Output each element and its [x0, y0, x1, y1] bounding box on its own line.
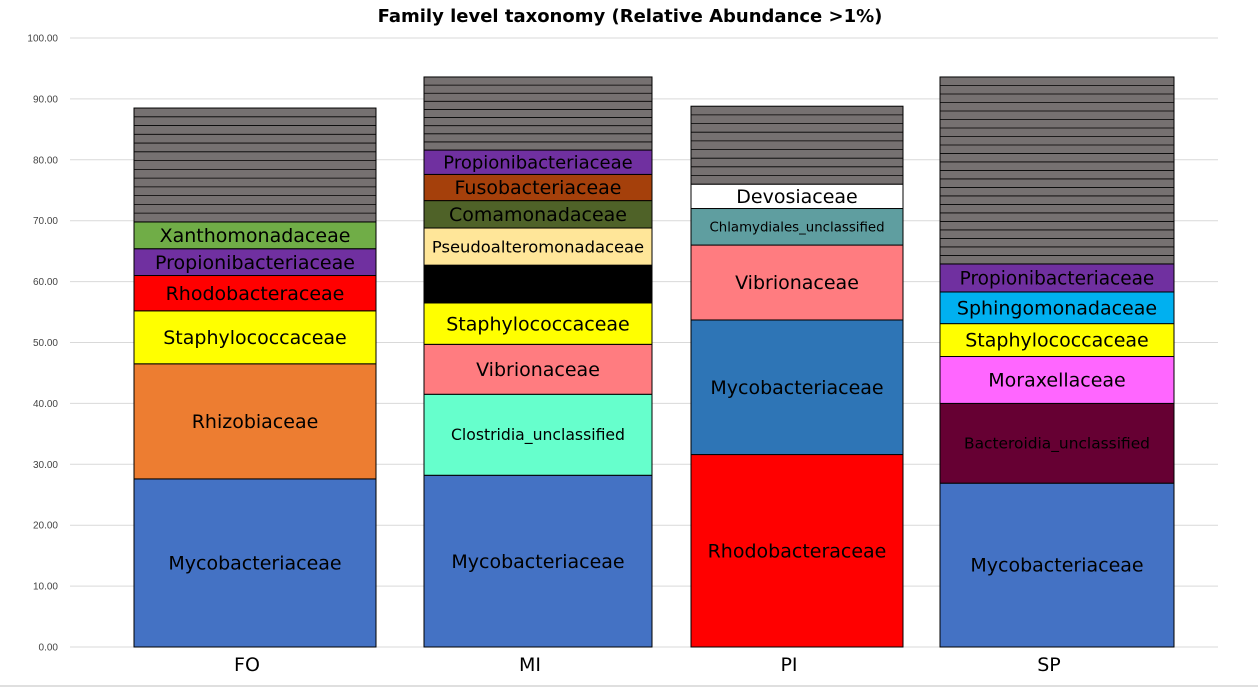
segment-propionibacteriaceae [133, 248, 377, 277]
segment-label: Vibrionaceae [735, 272, 859, 294]
segment-staphylococcaceae [133, 310, 377, 365]
segment-comamonadaceae [423, 200, 653, 229]
segment-rhodobacteraceae [133, 275, 377, 312]
y-tick-label: 100.00 [27, 34, 58, 45]
segment-mycobacteriaceae [690, 319, 904, 456]
segment-label: Xanthomonadaceae [160, 225, 351, 247]
bars: MycobacteriaceaeRhizobiaceaeStaphylococc… [133, 76, 1175, 648]
y-tick-label: 0.00 [39, 643, 59, 654]
segment-label: Mycobacteriaceae [451, 551, 624, 573]
segment-label: Moraxellaceae [988, 370, 1126, 392]
segment-label: Actinobacteria_unclassified [447, 278, 629, 293]
bar-mi: Mycobacteriaceae Clostridia_unclassified V… [423, 76, 653, 648]
segment-label: Staphylococcaceae [965, 330, 1148, 352]
y-tick-label: 40.00 [33, 399, 58, 410]
segment-label: Staphylococcaceae [446, 313, 629, 335]
segment-label: Rhizobiaceae [192, 411, 319, 433]
segment-rhodobacteraceae [690, 454, 904, 648]
bar-pi: Rhodobacteraceae Mycobacteriaceae Vibriona… [690, 105, 904, 648]
segment-label: Fusobacteriaceae [455, 177, 622, 199]
x-axis-ticks: FO MI PI SP [234, 654, 1061, 676]
segment-clostridia-unclassified [423, 393, 653, 476]
segment-other [690, 105, 904, 185]
segment-staphylococcaceae [423, 302, 653, 345]
y-tick-label: 50.00 [33, 338, 58, 349]
segment-label: Propionibacteriaceae [155, 252, 355, 274]
segment-fusobacteriaceae [423, 173, 653, 202]
segment-propionibacteriaceae [939, 263, 1175, 293]
x-tick-label: MI [519, 654, 541, 676]
segment-mycobacteriaceae [939, 482, 1175, 648]
segment-moraxellaceae [939, 356, 1175, 404]
y-tick-label: 20.00 [33, 521, 58, 532]
segment-label: Mycobacteriaceae [168, 553, 341, 575]
segment-label: Vibrionaceae [476, 359, 600, 381]
y-tick-label: 30.00 [33, 460, 58, 471]
segment-devosiaceae [690, 183, 904, 210]
y-axis-ticks: 0.00 10.00 20.00 30.00 40.00 50.00 60.00 70.00 8… [27, 34, 58, 654]
segment-label: Devosiaceae [736, 186, 857, 208]
bar-fo: Mycobacteriaceae Rhizobiaceae Staphylococc… [133, 107, 377, 648]
segment-label: Rhodobacteraceae [708, 540, 887, 562]
x-tick-label: FO [234, 654, 260, 676]
chart-title: Family level taxonomy (Relative Abundanc… [378, 6, 883, 27]
y-tick-label: 80.00 [33, 155, 58, 166]
segment-chlamydiales-unclassified [690, 208, 904, 246]
segment-sphingomonadaceae [939, 291, 1175, 325]
segment-label: Pseudoalteromonadaceae [432, 237, 644, 256]
segment-label: Bacteroidia_unclassified [964, 435, 1150, 454]
segment-label: Propionibacteriaceae [443, 153, 632, 174]
y-tick-label: 90.00 [33, 94, 58, 105]
y-tick-label: 60.00 [33, 277, 58, 288]
segment-mycobacteriaceae [133, 478, 377, 648]
segment-rhizobiaceae [133, 363, 377, 480]
segment-label: Chlamydiales_unclassified [709, 220, 884, 235]
segment-vibrionaceae [690, 244, 904, 321]
segment-label: Mycobacteriaceae [970, 555, 1143, 577]
segment-label: Clostridia_unclassified [451, 425, 625, 445]
segment-label: Rhodobacteraceae [166, 283, 345, 305]
x-tick-label: PI [780, 654, 797, 676]
segment-mycobacteriaceae [423, 474, 653, 648]
y-tick-label: 70.00 [33, 216, 58, 227]
segment-label: Comamonadaceae [449, 204, 627, 226]
segment-label: Staphylococcaceae [163, 327, 346, 349]
segment-label: Propionibacteriaceae [960, 268, 1155, 289]
segment-label: Mycobacteriaceae [710, 377, 883, 399]
x-tick-label: SP [1037, 654, 1061, 676]
segment-other [133, 107, 377, 223]
segment-label: Sphingomonadaceae [957, 297, 1157, 319]
y-tick-label: 10.00 [33, 582, 58, 593]
segment-other [423, 76, 653, 151]
segment-vibrionaceae [423, 343, 653, 395]
bar-sp: Mycobacteriaceae Bacteroidia_unclassified… [939, 76, 1175, 648]
